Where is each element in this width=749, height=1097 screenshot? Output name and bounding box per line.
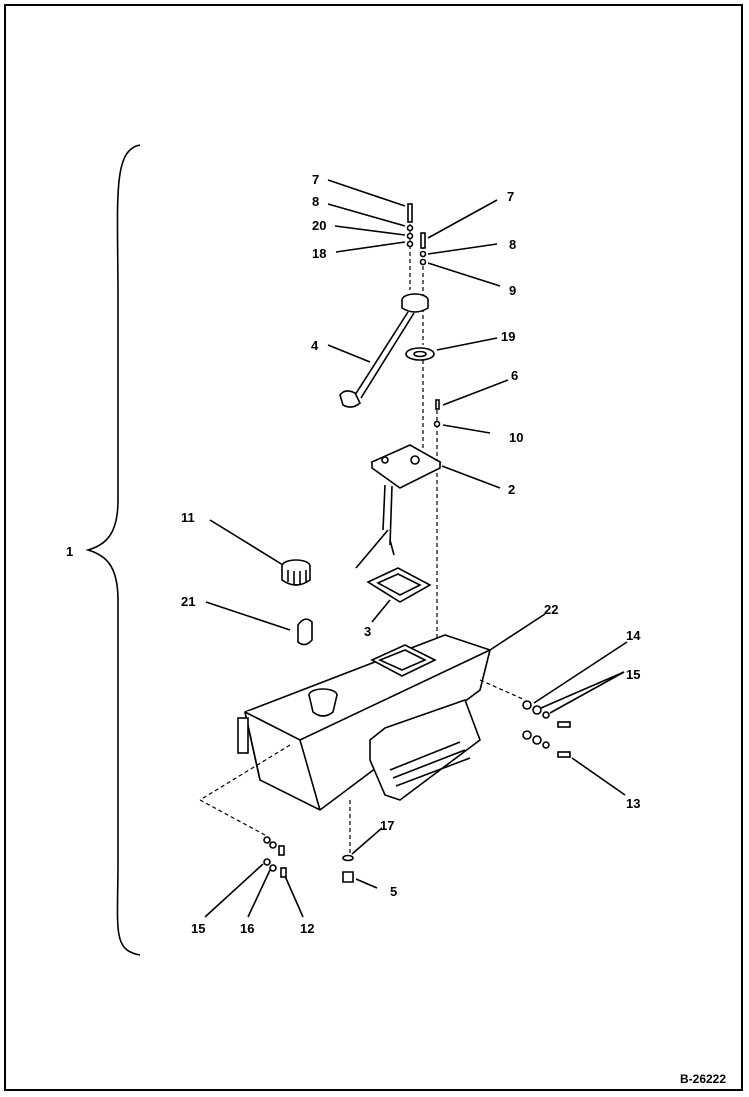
callout-labels: 1 2 3 4 5 6 7 7 8 8 9 10 11 12 13 14 15 … (66, 172, 641, 936)
drawing-frame (4, 4, 743, 1091)
callout-5: 5 (390, 884, 397, 899)
callout-15-left: 15 (191, 921, 205, 936)
callout-7-right: 7 (507, 189, 514, 204)
callout-8-left: 8 (312, 194, 319, 209)
callout-16: 16 (240, 921, 254, 936)
callout-18: 18 (312, 246, 326, 261)
callout-4: 4 (311, 338, 319, 353)
callout-21: 21 (181, 594, 195, 609)
callout-22: 22 (544, 602, 558, 617)
callout-6: 6 (511, 368, 518, 383)
callout-19: 19 (501, 329, 515, 344)
callout-3: 3 (364, 624, 371, 639)
screw-7-left (407, 203, 413, 223)
callout-10: 10 (509, 430, 523, 445)
sender-gasket (366, 567, 432, 603)
callout-2: 2 (508, 482, 515, 497)
leader-lines (204, 179, 628, 918)
fuel-tank (237, 634, 491, 811)
callout-7-left: 7 (312, 172, 319, 187)
callout-14: 14 (626, 628, 641, 643)
drawing-reference: B-26222 (680, 1072, 726, 1086)
callout-12: 12 (300, 921, 314, 936)
callout-8-right: 8 (509, 237, 516, 252)
callout-9: 9 (509, 283, 516, 298)
callout-17: 17 (380, 818, 394, 833)
callout-1: 1 (66, 544, 73, 559)
sender-plate (355, 444, 442, 569)
assembly-brace (85, 144, 141, 956)
callout-15-right: 15 (626, 667, 640, 682)
gasket-ring (405, 347, 435, 361)
callout-20: 20 (312, 218, 326, 233)
fuel-sender-cap (339, 293, 429, 408)
strainer-clip (297, 618, 313, 646)
callout-13: 13 (626, 796, 640, 811)
screw-7-right (420, 232, 426, 249)
fuel-cap (281, 559, 311, 586)
callout-11: 11 (181, 510, 195, 525)
